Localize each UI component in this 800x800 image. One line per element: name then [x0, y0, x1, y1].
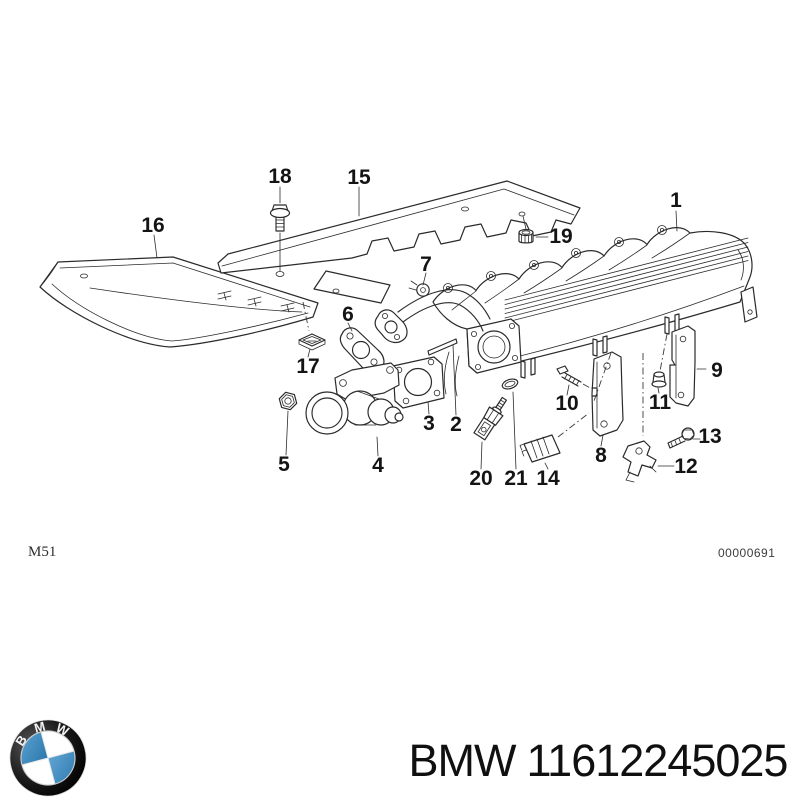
bolt-10: [556, 365, 582, 387]
part-label-8: 8: [595, 444, 607, 467]
cover-panel-15: [217, 180, 581, 304]
part-label-21: 21: [504, 467, 528, 490]
part-label-16: 16: [141, 214, 164, 237]
bracket-9: [669, 325, 696, 407]
part-label-12: 12: [674, 455, 697, 478]
bracket-8: [591, 351, 624, 437]
egr-valve-4: [305, 362, 404, 435]
nut-5: [278, 391, 298, 411]
diagram-code-right: 00000691: [718, 546, 775, 560]
diagram-code-left: M51: [28, 544, 56, 560]
clamp-7: [408, 280, 430, 297]
part-label-4: 4: [372, 454, 384, 477]
bracket-12: [622, 440, 657, 483]
assembly-dash-lines: [302, 301, 668, 438]
intake-manifold: [432, 225, 758, 397]
connector-14: [519, 434, 561, 463]
clip-nut-17: [298, 333, 326, 351]
part-label-14: 14: [536, 467, 560, 490]
part-label-17: 17: [296, 355, 319, 378]
gasket-3: [392, 356, 445, 409]
cap-nut-19: [518, 211, 534, 244]
part-label-5: 5: [278, 453, 290, 476]
part-label-1: 1: [670, 189, 682, 212]
temp-sensor-20: [473, 396, 508, 441]
nut-11: [651, 371, 667, 388]
part-label-18: 18: [268, 165, 292, 188]
bolt-18: [269, 204, 291, 272]
part-label-9: 9: [711, 359, 723, 382]
bmw-logo: B M W: [9, 718, 87, 797]
o-ring-21: [501, 378, 519, 390]
cover-panel-16: [39, 256, 319, 348]
logo-letter-m: M: [33, 718, 47, 735]
part-label-6: 6: [342, 303, 354, 326]
egr-pipe-assembly: [374, 289, 491, 344]
stud-2: [427, 338, 458, 356]
footer-brand: BMW: [409, 735, 518, 786]
part-label-15: 15: [347, 166, 371, 189]
part-label-7: 7: [420, 253, 432, 276]
part-label-20: 20: [469, 467, 492, 490]
part-label-3: 3: [423, 412, 435, 435]
bolt-13: [667, 427, 695, 449]
part-label-2: 2: [450, 413, 462, 436]
part-label-11: 11: [649, 391, 672, 414]
leader-lines: [153, 186, 707, 470]
part-label-19: 19: [549, 225, 572, 248]
part-label-13: 13: [698, 425, 721, 448]
part-label-10: 10: [555, 392, 578, 415]
footer-part-number: 11612245025: [527, 735, 788, 786]
